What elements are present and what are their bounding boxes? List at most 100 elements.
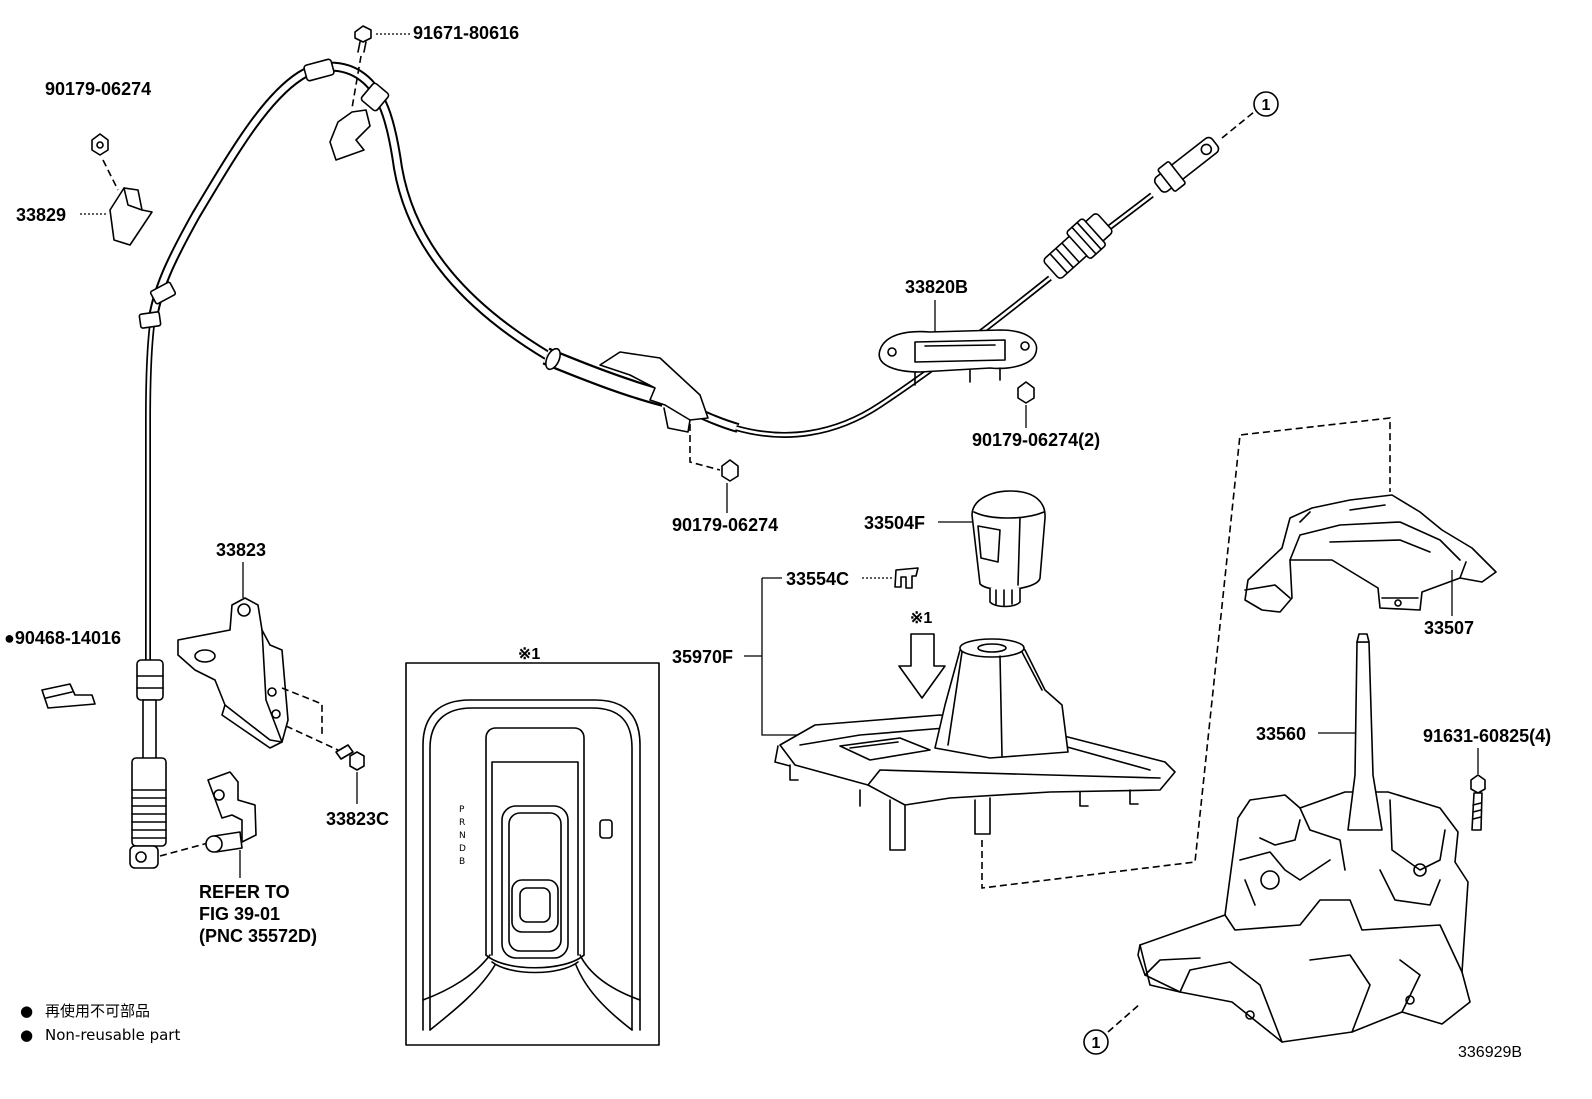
nut-hex <box>1017 381 1035 404</box>
bracket-33823-body <box>177 597 289 743</box>
bracket-hole <box>267 687 277 697</box>
clip-90468-fold <box>45 691 73 699</box>
legend: ● 再使用不可部品 ● Non-reusable part <box>20 1002 180 1044</box>
connector-leader-bottom <box>1107 1003 1141 1033</box>
detail-view-frame <box>405 662 660 1046</box>
cable-collar <box>149 281 177 305</box>
clip-33829: 33829 <box>16 187 153 246</box>
gear-indicator-b: B <box>459 857 465 867</box>
gear-indicator-n: N <box>459 831 466 841</box>
cable-end-fitting-ribs <box>136 675 164 689</box>
gear-indicator-p: P <box>459 805 465 815</box>
legend-text-jp: 再使用不可部品 <box>45 1002 150 1020</box>
nut-hex <box>91 133 109 156</box>
callout-33554c: 33554C <box>786 569 849 589</box>
nut-bore <box>96 141 104 149</box>
callout-90179-06274-upper: 90179-06274 <box>45 79 151 99</box>
reference-line-2: FIG 39-01 <box>199 904 280 924</box>
bolt-head <box>354 25 372 43</box>
bracket-hole <box>237 603 251 617</box>
callout-33504f: 33504F <box>864 513 925 533</box>
shift-gate-opening <box>501 805 569 959</box>
cable-boot <box>131 757 167 847</box>
shift-pin-reference: REFER TO FIG 39-01 (PNC 35572D) <box>199 771 317 946</box>
cable-end-fitting <box>1153 136 1220 193</box>
cable-top-sleeve <box>360 82 390 112</box>
shift-knob-33504f: 33504F <box>864 490 1046 608</box>
bezel-inner-frame-2 <box>491 761 579 956</box>
console-to-housing-dash <box>981 417 1391 889</box>
knob-neck-ribs <box>995 589 1013 607</box>
cable-lower-left-inner <box>146 324 154 662</box>
connector-circle <box>1253 91 1279 117</box>
legend-symbol: ● <box>20 1002 33 1020</box>
pin-bracket-hole <box>213 789 225 801</box>
callout-33823c: 33823C <box>326 809 389 829</box>
plate-33820b-body <box>878 329 1038 373</box>
bracket-33823-edge <box>221 629 283 749</box>
bolt-91671-80616: 91671-80616 <box>329 23 519 161</box>
cable-end-rod <box>142 699 157 761</box>
knob-neck <box>989 588 1021 608</box>
callout-90179-06274-qty2: 90179-06274(2) <box>972 430 1100 450</box>
grommet-collar <box>545 347 561 371</box>
callout-35970f: 35970F <box>672 647 733 667</box>
nut-install-dash <box>102 159 119 191</box>
clip-33829-body <box>109 187 153 246</box>
shift-lever-assembly-33560: 33560 <box>1107 633 1471 1043</box>
bolt-thread <box>1472 802 1482 820</box>
bolt-install-dash <box>351 55 362 109</box>
connector-mark-top: 1 <box>1253 91 1279 117</box>
cable-adjuster <box>1043 213 1113 279</box>
bolt-head <box>349 751 365 771</box>
clip-90468-14016: ●90468-14016 <box>4 628 121 709</box>
bezel-outer <box>422 699 641 1031</box>
cable-clevis-hole <box>135 851 147 863</box>
housing-hole <box>1394 599 1402 607</box>
shift-lever-rod <box>1347 641 1383 831</box>
clip-33554c-body <box>894 567 919 589</box>
clip-33829-edge <box>123 187 143 211</box>
knob-trim <box>973 511 1045 586</box>
assembly-solenoid <box>1260 870 1280 890</box>
cable-top-sleeve <box>303 58 335 82</box>
console-clips <box>774 745 1139 851</box>
connector-number: 1 <box>1262 97 1271 114</box>
callout-33820b: 33820B <box>905 277 968 297</box>
shift-lever-cap <box>1356 633 1370 643</box>
shift-boot-seams <box>947 651 1043 757</box>
cable-end-fitting-lower <box>136 659 164 701</box>
assembly-body <box>1137 791 1471 1043</box>
callout-33560: 33560 <box>1256 724 1306 744</box>
bolt-91631-60825: 91631-60825(4) <box>1423 726 1551 831</box>
callout-91631-60825-qty4: 91631-60825(4) <box>1423 726 1551 746</box>
console-bracket-leader <box>744 577 800 736</box>
cable-boot-ribs <box>131 789 167 839</box>
shift-control-cable <box>129 58 1255 869</box>
legend-symbol: ● <box>20 1026 33 1044</box>
bolt-shank <box>357 41 367 53</box>
adjuster-lock <box>1066 218 1106 259</box>
bezel-left-wing <box>422 954 496 1031</box>
gear-indicator-r: R <box>459 818 465 828</box>
cable-bracket-tab <box>663 407 691 433</box>
callout-33823: 33823 <box>216 540 266 560</box>
diagram-id: 336929B <box>1458 1044 1522 1061</box>
cable-clamp-bracket <box>329 109 371 161</box>
bezel-inner-frame <box>485 727 585 956</box>
clip-33554c: 33554C <box>786 567 919 589</box>
legend-text-en: Non-reusable part <box>45 1026 180 1044</box>
nut-center: 90179-06274 <box>672 424 778 535</box>
plate-studs <box>914 367 1001 386</box>
nut-90179-06274-qty2: 90179-06274(2) <box>972 381 1100 450</box>
bolt-shank <box>335 744 354 760</box>
bolt-33823c: 33823C <box>326 744 389 829</box>
reference-line-3: (PNC 35572D) <box>199 926 317 946</box>
housing-33507: 33507 <box>1244 494 1497 638</box>
callout-90179-06274-center: 90179-06274 <box>672 515 778 535</box>
end-fitting-eye <box>1200 143 1213 156</box>
knob-button <box>977 525 1001 563</box>
end-fitting-collar <box>1157 161 1186 192</box>
cable-arc-inner <box>149 63 550 359</box>
